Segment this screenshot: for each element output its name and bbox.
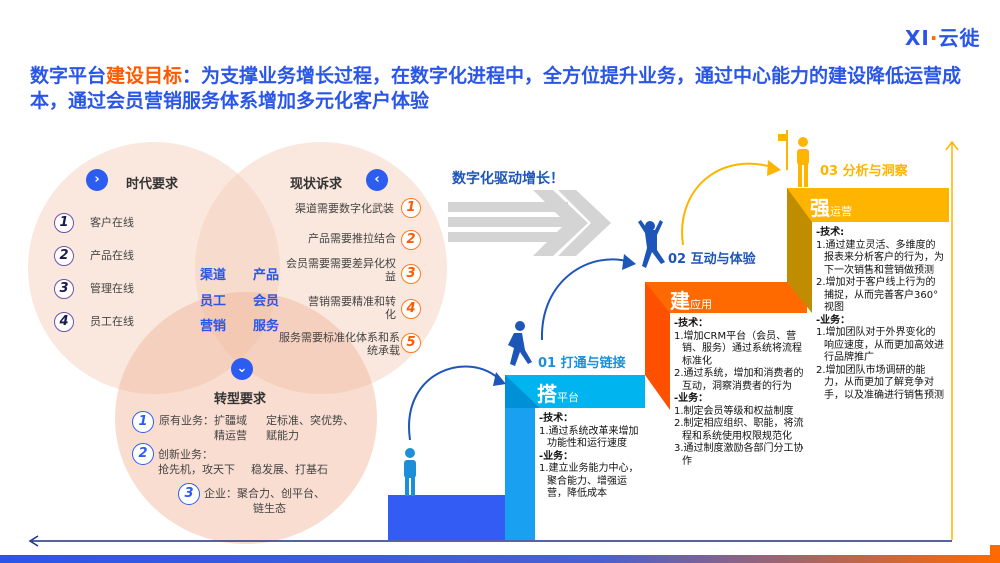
transform-title: 转型要求 bbox=[214, 392, 267, 407]
step2-side bbox=[645, 282, 670, 410]
double-chevron-arrow-icon bbox=[448, 190, 611, 256]
chevron-down-icon: ⌄ bbox=[231, 358, 253, 380]
circle-transform bbox=[115, 292, 377, 544]
logo: XI·云徙 bbox=[905, 26, 981, 50]
num-badge: 3 bbox=[54, 279, 74, 299]
biz-heading: -业务： bbox=[816, 314, 851, 326]
detail-item: 3.通过制度激励各部门分工协作 bbox=[674, 443, 804, 467]
step3-band: 强运营 bbox=[810, 192, 852, 221]
circle-era bbox=[28, 142, 280, 394]
era-item: 产品在线 bbox=[90, 249, 134, 262]
band-big: 搭 bbox=[537, 382, 557, 406]
detail-item: 2.增加对于客户线上行为的捕捉，从而完善客户360°视图 bbox=[816, 277, 939, 313]
step1-label: 01 打通与链接 bbox=[538, 356, 626, 371]
detail-item: 2.增加团队市场调研的能力，从而更加了解竞争对手，以及准确进行销售预测 bbox=[816, 364, 944, 401]
step2-label: 02 互动与体验 bbox=[668, 252, 756, 267]
step2-band: 建应用 bbox=[670, 285, 712, 314]
core-member: 会员 bbox=[253, 294, 280, 309]
status-item: 会员需要需要差异化权益 bbox=[286, 257, 396, 283]
core-channel: 渠道 bbox=[200, 268, 227, 283]
page-title: 数字平台建设目标：为支撑业务增长过程，在数字化进程中，全方位提升业务，通过中心能… bbox=[30, 64, 980, 114]
logo-name: 云徙 bbox=[938, 26, 981, 50]
num-badge: 1 bbox=[132, 411, 154, 433]
step3-side bbox=[787, 188, 812, 313]
curve-arrow bbox=[681, 162, 776, 246]
era-item: 客户在线 bbox=[90, 216, 134, 229]
title-rest: ：为支撑业务增长过程，在数字化进程中，全方位提升业务，通过中心能力的建设降低运营… bbox=[30, 65, 962, 112]
title-highlight: 建设目标 bbox=[106, 65, 183, 87]
base-step bbox=[388, 495, 510, 540]
status-item: 服务需要标准化体系和系统承载 bbox=[279, 331, 400, 357]
num-badge: 2 bbox=[401, 230, 421, 250]
arrow-label: 数字化驱动增长！ bbox=[452, 171, 564, 187]
tech-heading: -技术： bbox=[674, 318, 709, 329]
num-badge: 5 bbox=[401, 333, 421, 353]
detail-item: 1.通过建立灵活、多维度的报表来分析客户的行为，为下一次销售和营销做预测 bbox=[816, 239, 944, 276]
era-title: 时代要求 bbox=[126, 177, 179, 192]
detail-item: 1.增加团队对于外界变化的响应速度，从而更加高效进行品牌推广 bbox=[816, 327, 944, 363]
era-item: 管理在线 bbox=[90, 282, 134, 295]
tech-heading: -技术: bbox=[816, 227, 845, 238]
transform-item: 企业：聚合力、创平台、 bbox=[204, 487, 325, 500]
band-small: 平台 bbox=[557, 391, 579, 404]
num-badge: 3 bbox=[401, 264, 421, 284]
step1-band: 搭平台 bbox=[537, 378, 579, 407]
curve-arrow bbox=[540, 258, 631, 341]
core-marketing: 营销 bbox=[200, 319, 227, 334]
transform-item: 定标准、突优势、 bbox=[266, 414, 354, 427]
step2-details: -技术： 1.增加CRM平台（会员、营销、服务）通过系统将流程标准化 2.通过系… bbox=[670, 315, 810, 471]
logo-mark: XI bbox=[905, 26, 930, 50]
num-badge: 3 bbox=[178, 483, 200, 505]
num-badge: 4 bbox=[54, 312, 74, 332]
num-badge: 1 bbox=[54, 213, 74, 233]
transform-item: 抢先机，攻天下 bbox=[158, 463, 235, 476]
detail-item: 2.通过系统，增加和消费者的互动，洞察消费者的行为 bbox=[674, 368, 804, 392]
band-small: 运营 bbox=[830, 205, 852, 218]
step1-details: -技术： 1.通过系统改革来增加功能性和运行速度 -业务： 1.建立业务能力中心… bbox=[535, 410, 647, 504]
jumping-person-icon bbox=[638, 220, 665, 268]
step2-top bbox=[645, 282, 807, 313]
transform-item: 原有业务：扩疆域 bbox=[159, 414, 247, 427]
status-item: 产品需要推拉结合 bbox=[308, 232, 396, 245]
transform-item: 创新业务： bbox=[158, 448, 213, 461]
standing-person-icon bbox=[404, 448, 416, 496]
core-product: 产品 bbox=[253, 268, 280, 283]
chevron-left-icon: ‹ bbox=[366, 169, 388, 191]
step3-details: -技术: 1.通过建立灵活、多维度的报表来分析客户的行为，为下一次销售和营销做预… bbox=[812, 224, 948, 405]
transform-item: 赋能力 bbox=[266, 429, 299, 442]
num-badge: 4 bbox=[401, 299, 421, 319]
transform-item: 稳发展、打基石 bbox=[251, 463, 328, 476]
num-badge: 2 bbox=[132, 443, 154, 465]
step3-top bbox=[787, 188, 949, 222]
core-service: 服务 bbox=[253, 319, 280, 334]
step1-side bbox=[505, 375, 535, 540]
detail-item: 1.建立业务能力中心，聚合能力、增强运营，降低成本 bbox=[539, 463, 639, 499]
era-item: 员工在线 bbox=[90, 315, 134, 328]
title-prefix: 数字平台 bbox=[30, 65, 107, 87]
biz-heading: -业务： bbox=[539, 450, 574, 462]
status-title: 现状诉求 bbox=[290, 177, 343, 192]
band-big: 强 bbox=[810, 196, 830, 220]
detail-item: 1.通过系统改革来增加功能性和运行速度 bbox=[539, 425, 639, 450]
band-big: 建 bbox=[670, 289, 690, 313]
num-badge: 2 bbox=[54, 246, 74, 266]
climbing-person-icon bbox=[508, 321, 532, 366]
status-item: 营销需要精准和转化 bbox=[308, 295, 396, 321]
person-with-flag-icon bbox=[778, 130, 809, 187]
transform-item: 链生态 bbox=[253, 502, 286, 515]
curve-arrow bbox=[408, 365, 501, 441]
step3-label: 03 分析与洞察 bbox=[820, 164, 908, 179]
footer-bar bbox=[0, 555, 1000, 563]
status-item: 渠道需要数字化武装 bbox=[295, 202, 394, 215]
num-badge: 1 bbox=[401, 198, 421, 218]
biz-heading: -业务： bbox=[674, 393, 709, 404]
detail-item: 1.制定会员等级和权益制度 bbox=[674, 405, 794, 417]
tech-heading: -技术： bbox=[539, 413, 574, 424]
band-small: 应用 bbox=[690, 298, 712, 311]
core-staff: 员工 bbox=[200, 294, 227, 309]
transform-item: 精运营 bbox=[214, 429, 247, 442]
detail-item: 1.增加CRM平台（会员、营销、服务）通过系统将流程标准化 bbox=[674, 330, 802, 367]
detail-item: 2.制定相应组织、职能，将流程和系统使用权限规范化 bbox=[674, 418, 804, 442]
chevron-right-icon: › bbox=[86, 169, 108, 191]
